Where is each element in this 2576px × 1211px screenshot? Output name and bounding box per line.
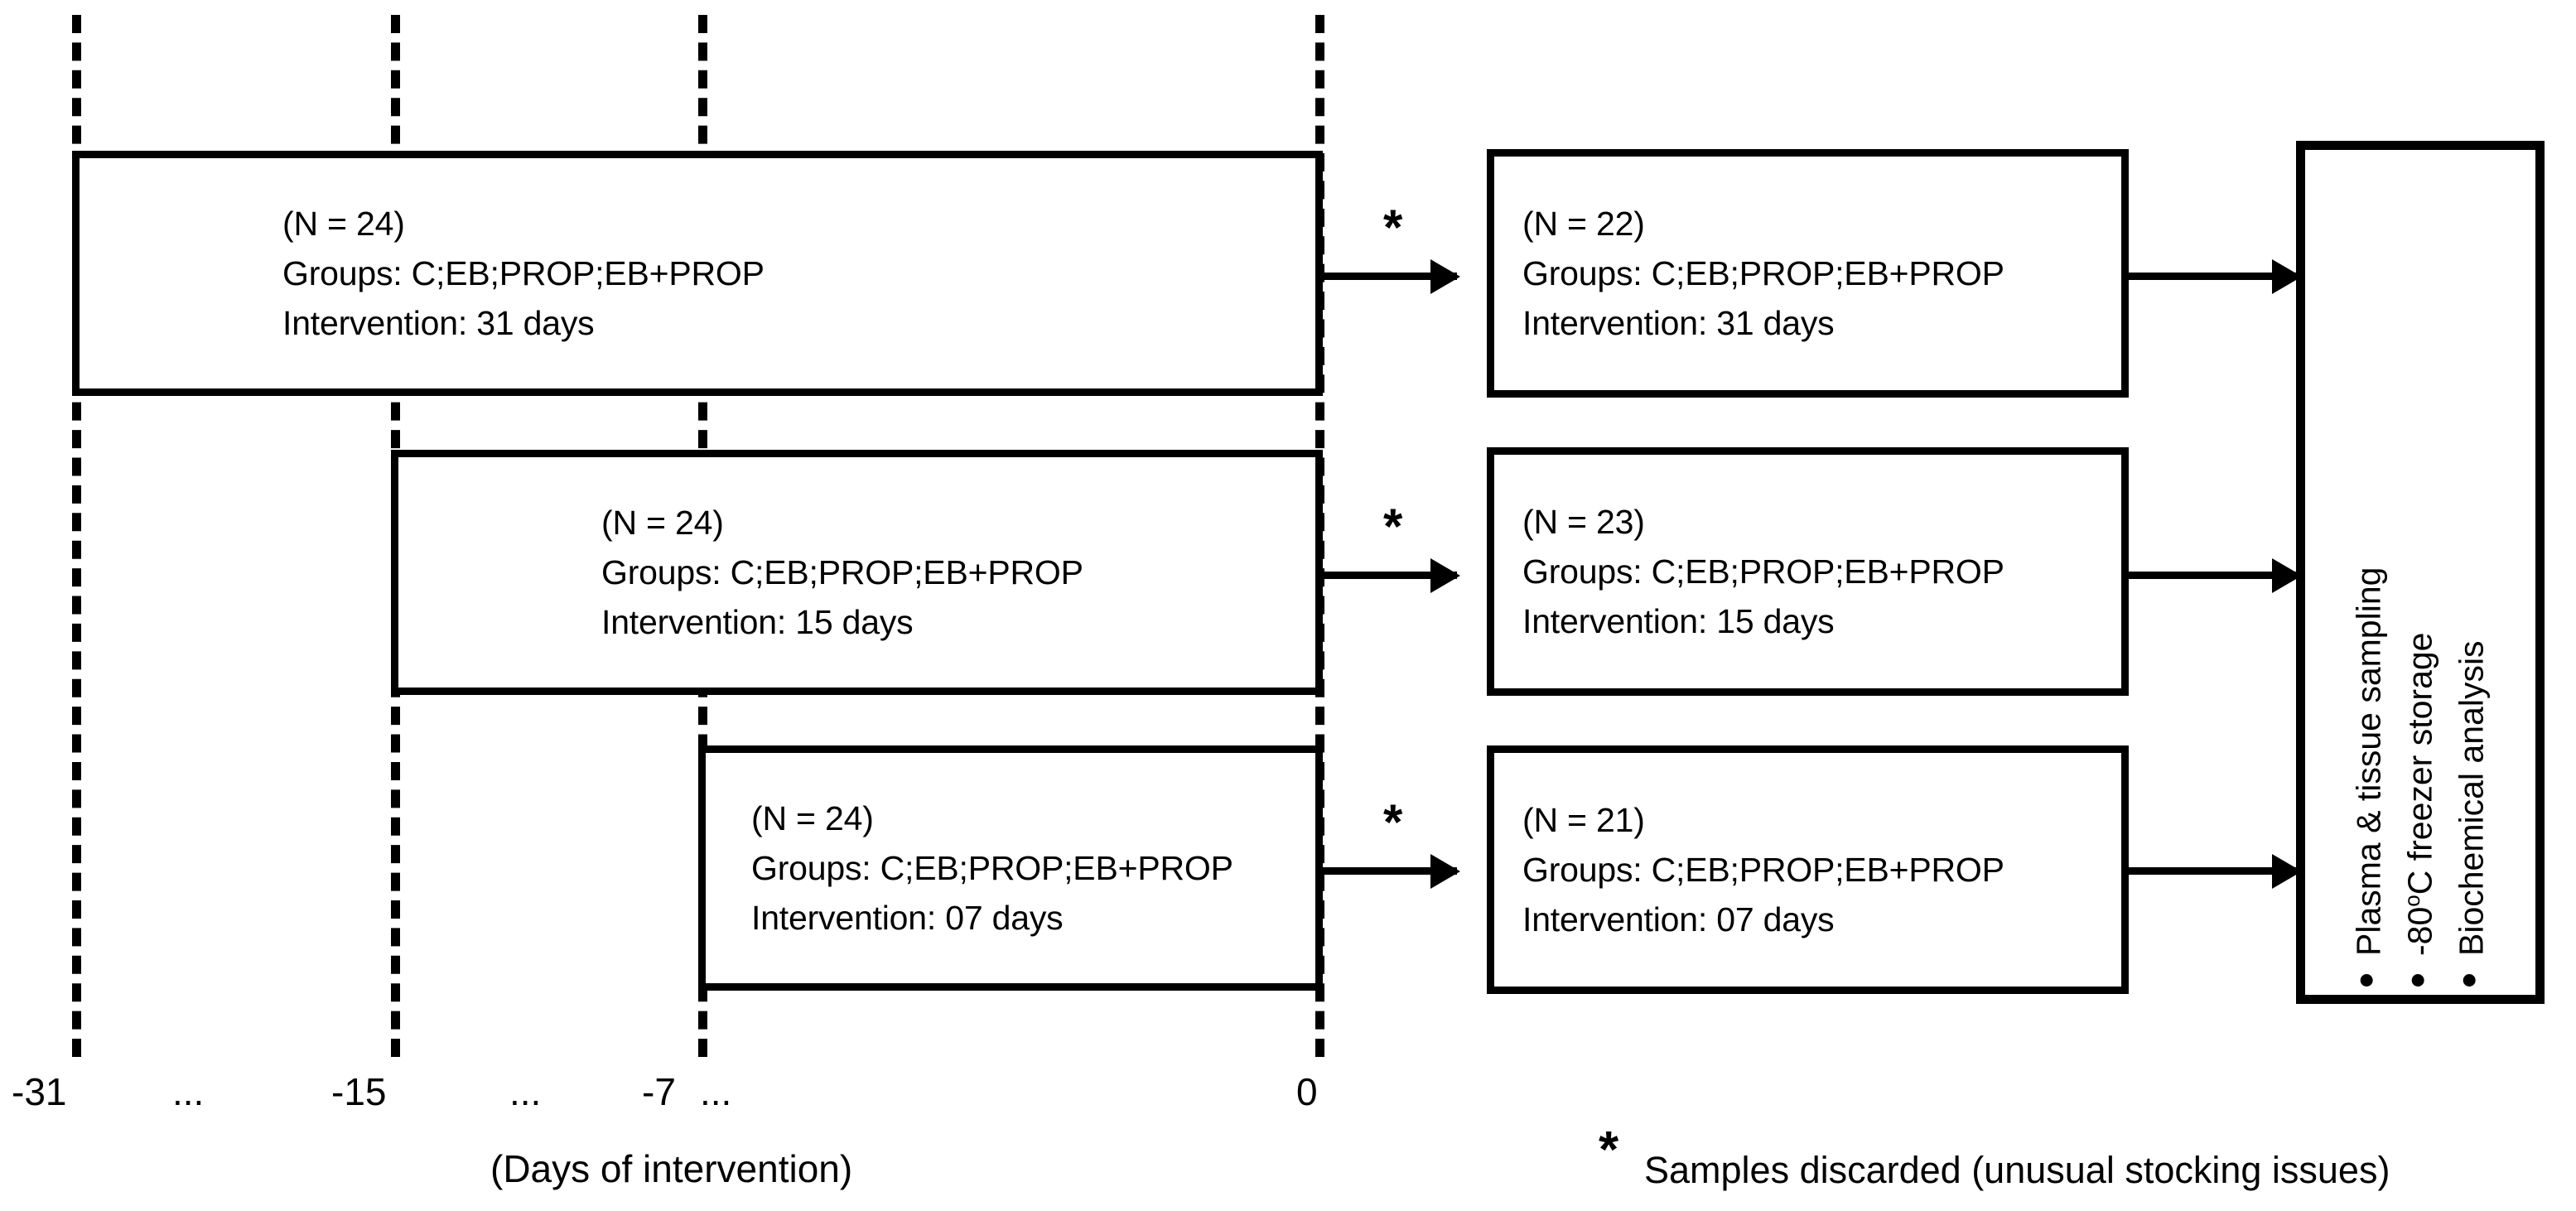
axis-tick-label-minus15: -15 (331, 1070, 387, 1113)
bullet-icon (2411, 974, 2424, 987)
intervention-07-duration-label: Intervention: 07 days (751, 899, 1064, 938)
footnote-text: Samples discarded (unusual stocking issu… (1644, 1149, 2390, 1191)
analysis-item-plasma-tissue-sampling: Plasma & tissue sampling (2345, 567, 2393, 987)
axis-tick-ellipsis-3: ... (700, 1070, 732, 1113)
arrow-outcome-31-to-analysis (2129, 273, 2299, 280)
analysis-item-label-3: Biochemical analysis (2453, 640, 2492, 956)
analysis-item-label-2-pre: -80 (2400, 906, 2439, 956)
footnote-asterisk-marker: * (1599, 1122, 1619, 1179)
intervention-31-n-label: (N = 24) (282, 204, 405, 243)
outcome-box-15-days[interactable]: (N = 23) Groups: C;EB;PROP;EB+PROP Inter… (1487, 447, 2129, 696)
analysis-item-biochemical-analysis: Biochemical analysis (2448, 640, 2496, 987)
intervention-box-15-days-content: (N = 24) Groups: C;EB;PROP;EB+PROP Inter… (398, 498, 1315, 648)
intervention-box-31-days[interactable]: (N = 24) Groups: C;EB;PROP;EB+PROP Inter… (72, 151, 1323, 396)
asterisk-marker-row-3: * (1383, 794, 1403, 850)
intervention-box-15-days[interactable]: (N = 24) Groups: C;EB;PROP;EB+PROP Inter… (391, 450, 1323, 695)
arrow-outcome-07-to-analysis (2129, 867, 2299, 875)
outcome-box-31-days[interactable]: (N = 22) Groups: C;EB;PROP;EB+PROP Inter… (1487, 149, 2129, 398)
axis-caption-days-of-intervention: (Days of intervention) (490, 1147, 853, 1190)
analysis-item-label-2: -80oC freezer storage (2396, 633, 2444, 956)
axis-tick-ellipsis-1: ... (172, 1070, 205, 1113)
intervention-07-groups-label: Groups: C;EB;PROP;EB+PROP (751, 848, 1233, 887)
outcome-07-n-label: (N = 21) (1522, 800, 1645, 839)
tick-line-day-minus31 (72, 15, 81, 1057)
bullet-icon (2463, 974, 2477, 987)
outcome-box-31-days-content: (N = 22) Groups: C;EB;PROP;EB+PROP Inter… (1494, 199, 2121, 349)
outcome-31-n-label: (N = 22) (1522, 204, 1645, 243)
axis-tick-ellipsis-2: ... (509, 1070, 542, 1113)
intervention-15-groups-label: Groups: C;EB;PROP;EB+PROP (601, 552, 1083, 591)
intervention-07-n-label: (N = 24) (751, 798, 874, 837)
asterisk-marker-row-2: * (1383, 499, 1403, 554)
degree-superscript: o (2400, 895, 2425, 907)
arrow-intervention-07-to-outcome (1323, 867, 1457, 875)
intervention-31-groups-label: Groups: C;EB;PROP;EB+PROP (282, 253, 765, 292)
outcome-07-duration-label: Intervention: 07 days (1522, 900, 1835, 939)
intervention-box-07-days[interactable]: (N = 24) Groups: C;EB;PROP;EB+PROP Inter… (698, 745, 1323, 991)
outcome-box-07-days[interactable]: (N = 21) Groups: C;EB;PROP;EB+PROP Inter… (1487, 745, 2129, 994)
outcome-15-duration-label: Intervention: 15 days (1522, 602, 1835, 641)
axis-tick-label-0: 0 (1296, 1070, 1318, 1113)
outcome-box-15-days-content: (N = 23) Groups: C;EB;PROP;EB+PROP Inter… (1494, 497, 2121, 647)
intervention-box-07-days-content: (N = 24) Groups: C;EB;PROP;EB+PROP Inter… (706, 794, 1315, 943)
arrow-intervention-15-to-outcome (1323, 572, 1457, 579)
asterisk-marker-row-1: * (1383, 200, 1403, 255)
arrow-outcome-15-to-analysis (2129, 572, 2299, 579)
bullet-icon (2360, 974, 2373, 987)
outcome-07-groups-label: Groups: C;EB;PROP;EB+PROP (1522, 850, 2004, 889)
analysis-item-label-1: Plasma & tissue sampling (2349, 567, 2388, 956)
intervention-31-duration-label: Intervention: 31 days (282, 304, 595, 343)
outcome-31-duration-label: Intervention: 31 days (1522, 304, 1835, 343)
outcome-15-groups-label: Groups: C;EB;PROP;EB+PROP (1522, 552, 2004, 591)
outcome-box-07-days-content: (N = 21) Groups: C;EB;PROP;EB+PROP Inter… (1494, 795, 2121, 945)
axis-tick-label-minus7: -7 (642, 1070, 676, 1113)
axis-tick-label-minus31: -31 (12, 1070, 67, 1113)
outcome-15-n-label: (N = 23) (1522, 502, 1645, 541)
analysis-item-freezer-storage: -80oC freezer storage (2396, 633, 2444, 987)
outcome-31-groups-label: Groups: C;EB;PROP;EB+PROP (1522, 253, 2004, 292)
analysis-item-label-2-post: C freezer storage (2400, 632, 2439, 895)
intervention-box-31-days-content: (N = 24) Groups: C;EB;PROP;EB+PROP Inter… (80, 199, 1315, 349)
intervention-15-duration-label: Intervention: 15 days (601, 603, 914, 642)
arrow-intervention-31-to-outcome (1323, 273, 1457, 280)
analysis-panel[interactable]: Plasma & tissue sampling -80oC freezer s… (2296, 141, 2545, 1004)
analysis-panel-rotated-list: Plasma & tissue sampling -80oC freezer s… (2345, 158, 2496, 987)
intervention-15-n-label: (N = 24) (601, 503, 724, 542)
